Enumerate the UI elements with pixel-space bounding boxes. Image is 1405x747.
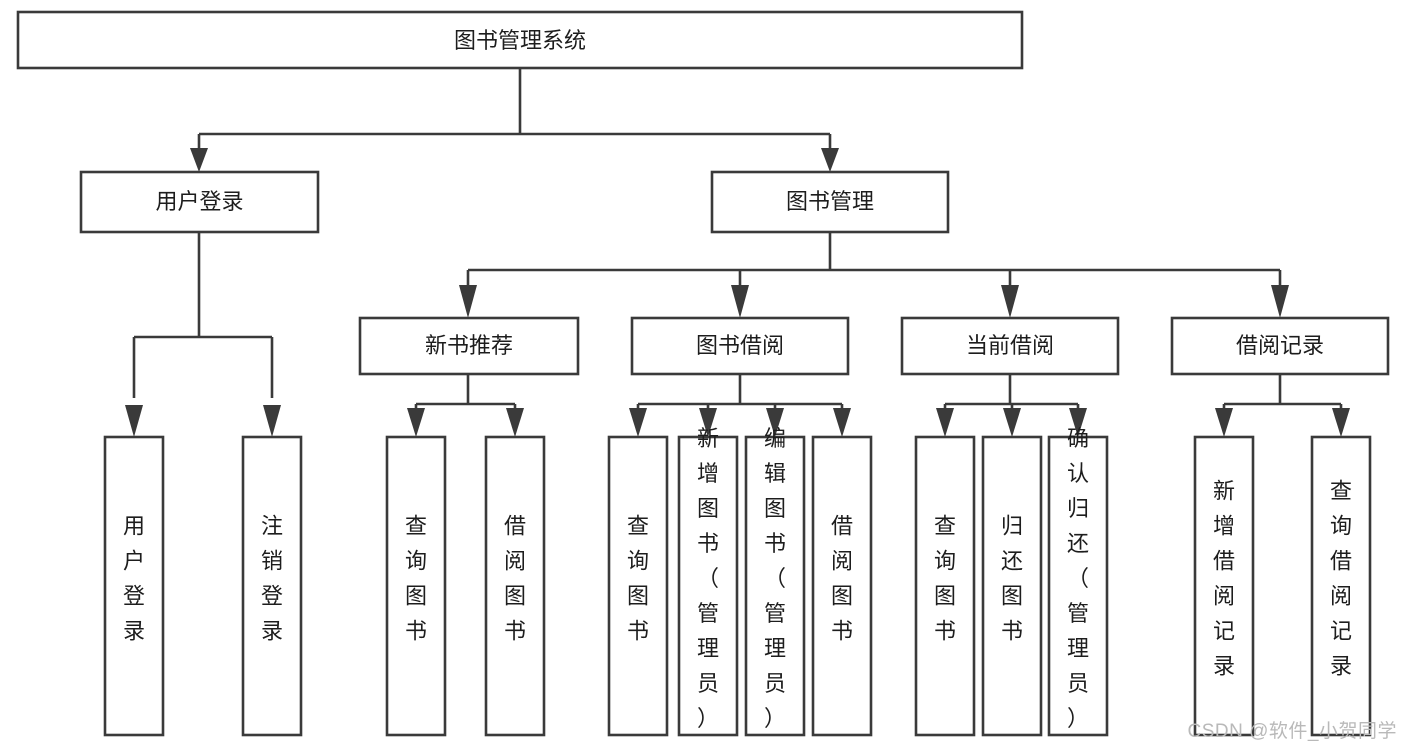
arrow-head-recommend-leaf-1 <box>407 408 425 437</box>
leaf-record-add-label: 新增借阅记录 <box>1213 479 1235 679</box>
leaf-user-login-label: 用户登录 <box>123 514 145 644</box>
node-borrow-record-label: 借阅记录 <box>1236 333 1324 358</box>
leaf-current-return-book[interactable]: 归还图书 <box>981 435 1043 737</box>
arrow-head-user-login <box>190 148 208 172</box>
leaf-borrow-edit-book-label: 编辑图书（管理员） <box>764 426 786 731</box>
arrow-head-new-book-recommend <box>459 285 477 318</box>
leaf-user-login[interactable]: 用户登录 <box>103 435 165 737</box>
arrow-head-leaf-logout <box>263 405 281 437</box>
leaf-recommend-borrow-book-label: 借阅图书 <box>504 514 526 644</box>
leaf-recommend-borrow-book[interactable]: 借阅图书 <box>484 435 546 737</box>
arrow-head-record-leaf-2 <box>1332 408 1350 437</box>
node-new-book-recommend[interactable]: 新书推荐 <box>358 316 580 376</box>
leaf-recommend-query-book-label: 查询图书 <box>405 514 427 644</box>
arrow-head-recommend-leaf-2 <box>506 408 524 437</box>
leaf-borrow-edit-book[interactable]: 编辑图书（管理员） <box>744 426 806 737</box>
leaf-record-add[interactable]: 新增借阅记录 <box>1193 435 1255 737</box>
leaf-logout-label: 注销登录 <box>261 514 283 644</box>
leaf-current-return-book-label: 归还图书 <box>1001 514 1023 644</box>
node-book-management[interactable]: 图书管理 <box>710 170 950 234</box>
leaf-borrow-borrow-book[interactable]: 借阅图书 <box>811 435 873 737</box>
arrow-head-borrow-leaf-4 <box>833 408 851 437</box>
arrow-head-book-mgmt <box>821 148 839 172</box>
leaf-current-query-book[interactable]: 查询图书 <box>914 435 976 737</box>
arrow-head-current-leaf-1 <box>936 408 954 437</box>
arrow-head-leaf-user-login <box>125 405 143 437</box>
node-borrow-record[interactable]: 借阅记录 <box>1170 316 1390 376</box>
node-book-borrow-label: 图书借阅 <box>696 333 784 358</box>
node-current-borrow[interactable]: 当前借阅 <box>900 316 1120 376</box>
node-root-book-management-system[interactable]: 图书管理系统 <box>16 10 1024 70</box>
node-current-borrow-label: 当前借阅 <box>966 333 1054 358</box>
leaf-current-confirm-return[interactable]: 确认归还（管理员） <box>1047 426 1109 737</box>
arrow-head-borrow-leaf-2 <box>699 408 717 437</box>
node-root-label: 图书管理系统 <box>454 28 586 53</box>
leaf-borrow-query-book-label: 查询图书 <box>627 514 649 644</box>
leaf-record-query[interactable]: 查询借阅记录 <box>1310 435 1372 737</box>
arrow-head-book-borrow <box>731 285 749 318</box>
node-book-borrow[interactable]: 图书借阅 <box>630 316 850 376</box>
leaf-borrow-add-book-label: 新增图书（管理员） <box>697 426 719 731</box>
arrow-head-current-leaf-2 <box>1003 408 1021 437</box>
leaf-logout[interactable]: 注销登录 <box>241 435 303 737</box>
arrow-head-borrow-record <box>1271 285 1289 318</box>
leaf-recommend-query-book[interactable]: 查询图书 <box>385 435 447 737</box>
arrow-head-current-borrow <box>1001 285 1019 318</box>
csdn-watermark: CSDN @软件_小贺同学 <box>1187 721 1397 742</box>
leaf-current-query-book-label: 查询图书 <box>934 514 956 644</box>
connector-layer <box>125 68 1350 437</box>
node-user-login-label: 用户登录 <box>155 189 243 214</box>
leaf-borrow-query-book[interactable]: 查询图书 <box>607 435 669 737</box>
node-new-book-recommend-label: 新书推荐 <box>425 333 513 358</box>
leaf-borrow-add-book[interactable]: 新增图书（管理员） <box>677 426 739 737</box>
leaf-current-confirm-return-label: 确认归还（管理员） <box>1067 426 1089 731</box>
arrow-head-borrow-leaf-3 <box>766 408 784 437</box>
node-user-login[interactable]: 用户登录 <box>79 170 320 234</box>
arrow-head-borrow-leaf-1 <box>629 408 647 437</box>
arrow-head-record-leaf-1 <box>1215 408 1233 437</box>
arrow-head-current-leaf-3 <box>1069 408 1087 437</box>
leaf-borrow-borrow-book-label: 借阅图书 <box>831 514 853 644</box>
node-book-management-label: 图书管理 <box>786 189 874 214</box>
leaf-record-query-label: 查询借阅记录 <box>1330 479 1352 679</box>
